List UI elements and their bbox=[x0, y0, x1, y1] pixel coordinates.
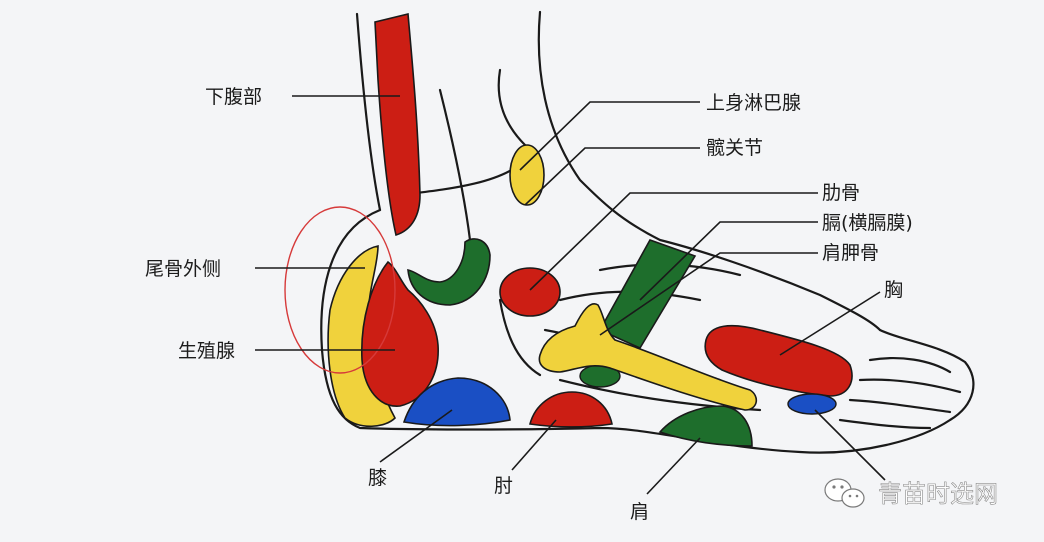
leader-lines bbox=[255, 95, 886, 495]
zone-shoulder bbox=[658, 405, 753, 447]
zone-lower-abdomen bbox=[374, 13, 421, 237]
zone-lymph-green bbox=[407, 238, 491, 306]
label-chest: 胸 bbox=[884, 279, 903, 301]
label-shoulder: 肩 bbox=[630, 501, 649, 523]
zone-hip-joint bbox=[509, 144, 545, 206]
label-ribs: 肋骨 bbox=[822, 182, 860, 204]
zone-chest bbox=[704, 324, 853, 397]
zone-small-blue bbox=[787, 393, 837, 415]
zone-diaphragm bbox=[598, 239, 697, 350]
zone-elbow bbox=[528, 391, 613, 428]
label-scapula: 肩胛骨 bbox=[822, 242, 879, 264]
zone-scapula bbox=[538, 303, 758, 411]
label-gonad: 生殖腺 bbox=[178, 340, 235, 362]
zone-ribs bbox=[499, 267, 561, 317]
label-lower-abdomen: 下腹部 bbox=[205, 86, 262, 108]
label-diaphragm: 膈(横膈膜) bbox=[822, 212, 913, 234]
zone-knee bbox=[402, 377, 511, 427]
highlight-circle bbox=[284, 206, 396, 374]
watermark: 青苗时选网 bbox=[824, 478, 998, 508]
label-knee: 膝 bbox=[368, 467, 387, 489]
label-upper-lymph: 上身淋巴腺 bbox=[706, 92, 801, 114]
watermark-text: 青苗时选网 bbox=[878, 480, 998, 508]
label-coccyx-outer: 尾骨外侧 bbox=[145, 258, 221, 280]
wechat-icon bbox=[824, 478, 865, 508]
label-elbow: 肘 bbox=[494, 475, 513, 497]
label-hip-joint: 髋关节 bbox=[706, 137, 763, 159]
